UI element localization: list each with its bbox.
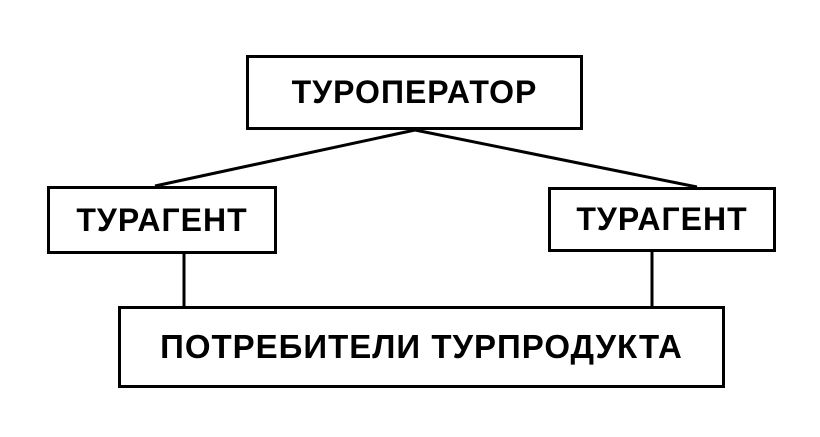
node-travel-agent-left-label: ТУРАГЕНТ: [76, 201, 248, 238]
node-tour-operator-label: ТУРОПЕРАТОР: [291, 74, 538, 110]
edge-operator-to-agent-left: [154, 128, 416, 188]
node-tour-operator: ТУРОПЕРАТОР: [246, 55, 583, 130]
node-travel-agent-right-label: ТУРАГЕНТ: [576, 201, 748, 237]
node-travel-agent-right: ТУРАГЕНТ: [548, 187, 776, 252]
node-consumers: ПОТРЕБИТЕЛИ ТУРПРОДУКТА: [118, 306, 725, 388]
node-consumers-label: ПОТРЕБИТЕЛИ ТУРПРОДУКТА: [160, 328, 683, 365]
edge-operator-to-agent-right: [414, 128, 698, 189]
node-travel-agent-left: ТУРАГЕНТ: [47, 186, 277, 254]
